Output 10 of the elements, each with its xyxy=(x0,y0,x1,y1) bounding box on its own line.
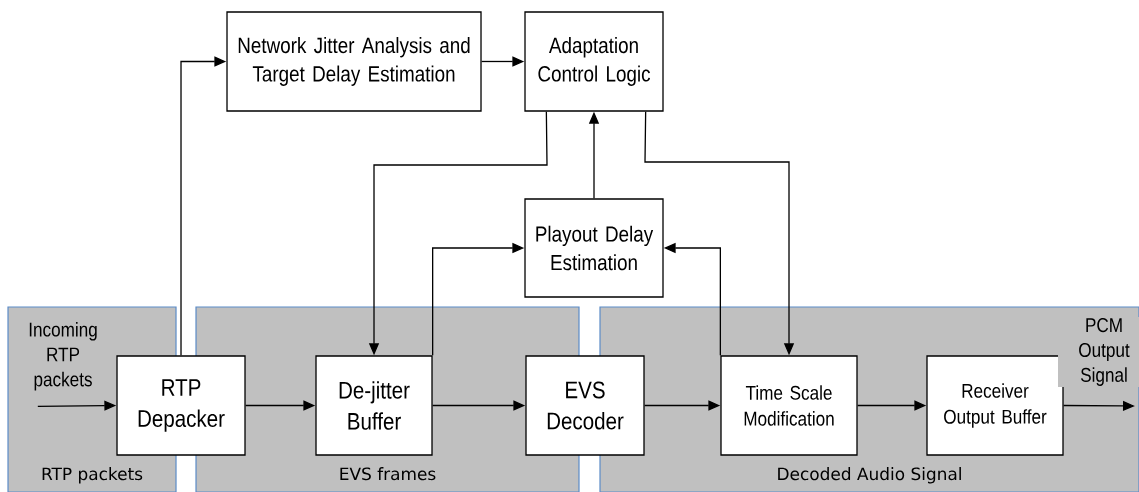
caption-text: Incoming RTP packets xyxy=(29,322,97,391)
process-box: De-jitter Buffer xyxy=(315,355,433,456)
process-box: EVS Decoder xyxy=(525,355,645,456)
process-box: Receiver Output Buffer xyxy=(926,355,1064,456)
process-box: Playout Delay Estimation xyxy=(524,198,664,298)
process-box: Adaptation Control Logic xyxy=(524,11,664,112)
process-box: Time Scale Modification xyxy=(720,355,858,456)
edge-label: PCM Output Signal xyxy=(1058,317,1139,387)
process-box: Network Jitter Analysis and Target Delay Estimation xyxy=(226,11,482,112)
process-box: RTP Depacker xyxy=(116,355,246,456)
